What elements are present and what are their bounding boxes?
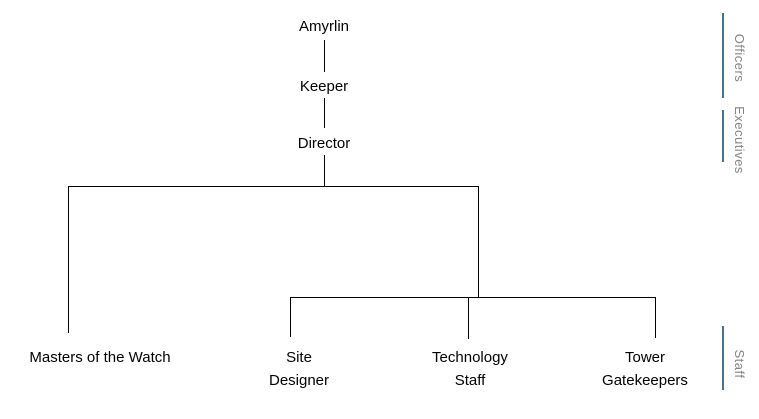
node-tower-gatekeepers: Tower Gatekeepers xyxy=(602,349,688,389)
connector-branch-bar-bottom xyxy=(290,297,656,298)
connector-drop-technology-staff xyxy=(468,297,469,339)
band-bracket-officers xyxy=(722,13,724,98)
band-label-officers: Officers xyxy=(732,33,747,83)
node-director: Director xyxy=(297,135,351,152)
node-keeper: Keeper xyxy=(299,78,349,95)
connector-drop-masters xyxy=(68,186,69,333)
band-bracket-staff xyxy=(722,326,724,390)
connector-amyrlin-keeper xyxy=(324,40,325,72)
connector-drop-site-designer xyxy=(290,297,291,337)
connector-drop-tower-gatekeepers xyxy=(655,297,656,338)
node-technology-staff: Technology Staff xyxy=(432,349,508,389)
band-label-executives: Executives xyxy=(732,106,747,174)
band-label-staff: Staff xyxy=(732,349,747,379)
connector-branch-bar-top xyxy=(68,186,479,187)
band-bracket-executives xyxy=(722,110,724,162)
connector-director-branch xyxy=(324,155,325,186)
connector-keeper-director xyxy=(324,98,325,128)
node-amyrlin: Amyrlin xyxy=(298,18,350,35)
node-site-designer: Site Designer xyxy=(268,349,330,389)
connector-branch-feeder xyxy=(478,186,479,297)
node-masters-of-the-watch: Masters of the Watch xyxy=(29,349,171,366)
